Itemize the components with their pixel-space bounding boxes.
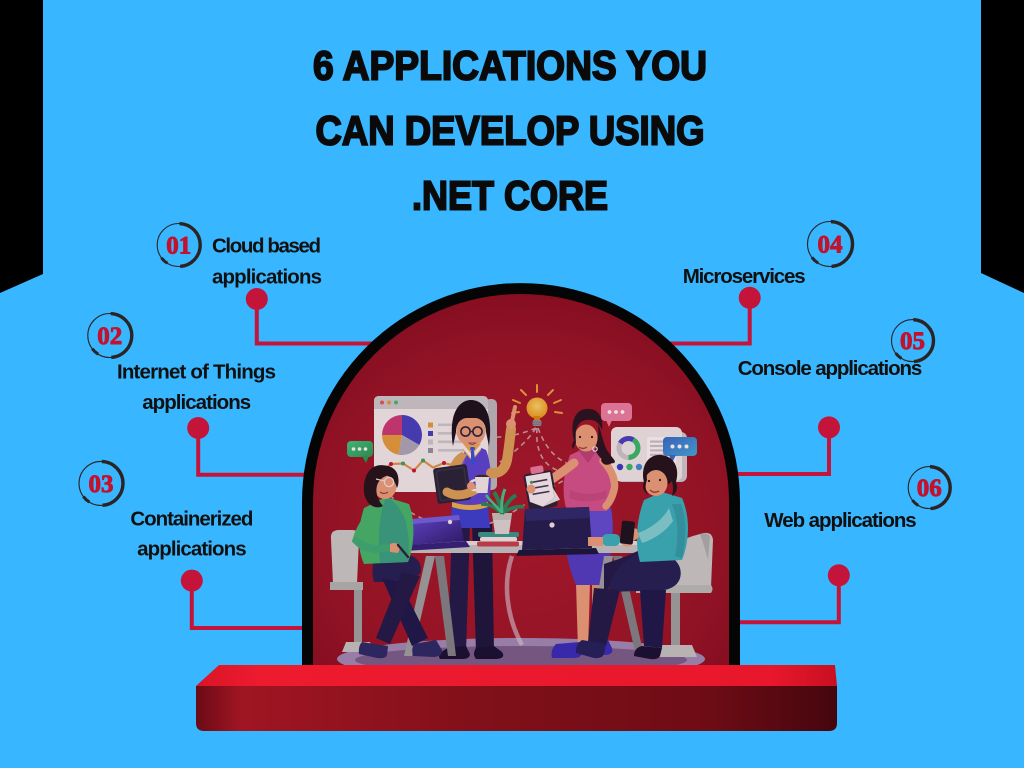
svg-text:Containerized: Containerized: [130, 507, 253, 530]
svg-text:03: 03: [89, 471, 114, 498]
svg-text:Cloud based: Cloud based: [212, 235, 321, 258]
svg-text:Console applications: Console applications: [738, 357, 923, 380]
svg-text:6 APPLICATIONS YOU: 6 APPLICATIONS YOU: [313, 43, 707, 89]
svg-text:applications: applications: [212, 265, 322, 288]
svg-text:Internet of Things: Internet of Things: [117, 361, 276, 384]
svg-text:Web applications: Web applications: [764, 509, 916, 532]
svg-text:04: 04: [818, 232, 844, 259]
svg-text:applications: applications: [142, 391, 251, 414]
svg-text:Microservices: Microservices: [683, 265, 806, 288]
svg-text:01: 01: [166, 233, 191, 260]
svg-text:CAN DEVELOP USING: CAN DEVELOP USING: [316, 108, 705, 154]
svg-text:06: 06: [917, 475, 942, 502]
svg-text:.NET CORE: .NET CORE: [412, 173, 608, 219]
svg-text:02: 02: [97, 323, 122, 350]
svg-text:05: 05: [900, 328, 925, 355]
svg-text:applications: applications: [137, 538, 247, 561]
